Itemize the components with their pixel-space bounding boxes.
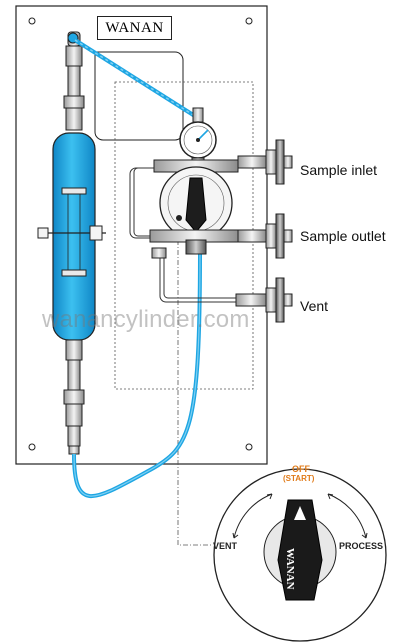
sample-outlet-valve — [237, 213, 293, 259]
brand-logo: WANAN — [97, 16, 172, 40]
selector-handle — [277, 499, 323, 601]
dial-process-label: PROCESS — [339, 541, 384, 551]
sample-cylinder-assembly — [37, 31, 106, 455]
arrow-right-icon — [327, 493, 367, 539]
watermark: wanancylinder.com — [42, 306, 250, 333]
tubing-lines — [129, 167, 236, 303]
dial-off-label: OFF — [292, 464, 310, 474]
zoom-leader-line — [177, 240, 213, 546]
vent-label: Vent — [300, 298, 329, 314]
dial-start-label: (START) — [283, 474, 315, 483]
valve-manifold — [149, 159, 241, 259]
vent-valve — [235, 277, 293, 323]
inner-panel-outline — [114, 81, 254, 390]
sample-inlet-valve — [237, 139, 293, 185]
handle-brand-text: WANAN — [284, 548, 296, 590]
sample-inlet-label: Sample inlet — [300, 162, 378, 178]
dial-detail-circle — [213, 468, 387, 642]
dial-vent-label: VENT — [213, 541, 238, 551]
arrow-left-icon — [233, 493, 273, 539]
sample-outlet-label: Sample outlet — [300, 228, 386, 244]
